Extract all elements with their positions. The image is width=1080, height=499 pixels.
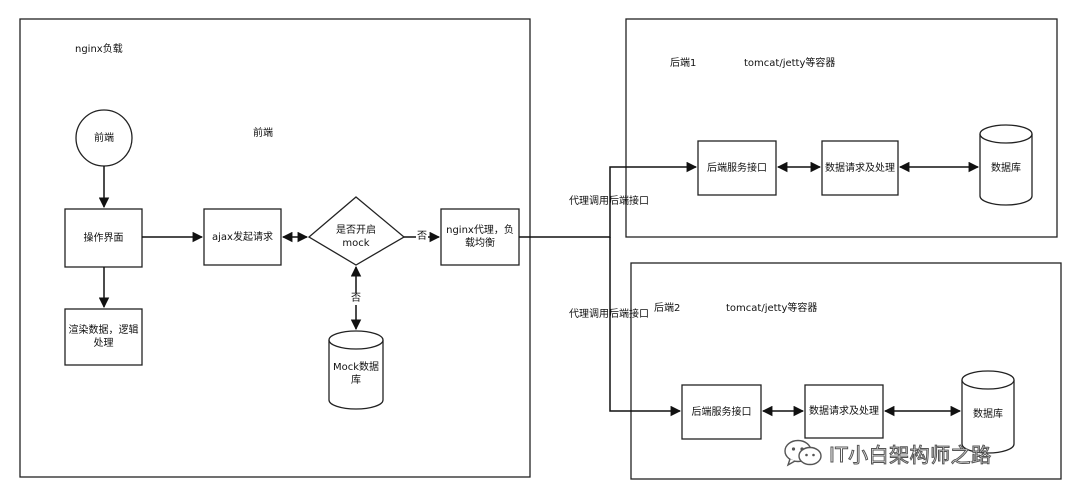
mock-db-top <box>328 330 384 350</box>
watermark: IT小白架构师之路 <box>783 437 992 469</box>
edge-proxy-b1 <box>519 161 698 238</box>
b2-api-node: 后端服务接口 <box>691 406 752 418</box>
watermark-text: IT小白架构师之路 <box>829 442 992 467</box>
edge-label-decision-nginx: 否 <box>416 231 428 243</box>
b2-process-node: 数据请求及处理 <box>809 406 879 417</box>
ui-node: 操作界面 <box>83 232 124 244</box>
edge-label-proxy-b1: 代理调用后端接口 <box>569 196 649 207</box>
b2-process-shape <box>804 384 884 439</box>
b2-db-node: 数据库 <box>973 408 1003 420</box>
b2-api-shape <box>681 384 762 440</box>
edge-proxy-b2 <box>609 237 682 417</box>
frontend-area-label: 前端 <box>253 128 273 139</box>
b1-api-node: 后端服务接口 <box>707 162 767 174</box>
b1-process-node: 数据请求及处理 <box>825 162 895 174</box>
edge-label-proxy-b2: 代理调用后端接口 <box>569 309 649 320</box>
wechat-icon <box>784 439 822 467</box>
edge-label-decision-mockdb: 否 <box>350 293 362 305</box>
b1-db-shape <box>979 134 1033 206</box>
render-node: 渲染数据，逻辑处理 <box>68 325 139 349</box>
b1-api-shape <box>697 140 777 196</box>
backend2-title: 后端2 <box>654 303 681 314</box>
nginx-proxy-node: nginx代理，负载均衡 <box>446 225 514 249</box>
ajax-node: ajax发起请求 <box>212 231 273 243</box>
b1-process-shape <box>821 140 899 196</box>
b1-db-node: 数据库 <box>991 162 1021 174</box>
nginx-node-shape <box>440 208 520 266</box>
b2-db-shape <box>961 380 1015 454</box>
mock-decision-shape <box>307 196 406 266</box>
backend2-container-label: tomcat/jetty等容器 <box>726 303 818 314</box>
frontend-node: 前端 <box>94 132 114 144</box>
backend1-title: 后端1 <box>670 58 697 69</box>
frontend-group-box <box>19 18 531 478</box>
ajax-node-shape <box>203 208 282 266</box>
b1-db-top <box>979 124 1033 144</box>
backend1-container-label: tomcat/jetty等容器 <box>744 58 836 69</box>
mock-decision-node: 是否开启mock <box>336 225 376 249</box>
b2-db-top <box>961 370 1015 390</box>
backend2-group-box <box>630 262 1062 480</box>
backend1-group-box <box>625 18 1058 238</box>
render-node-shape <box>64 308 143 366</box>
frontend-group-label: nginx负载 <box>75 44 123 55</box>
mock-db-shape <box>328 340 384 410</box>
mock-db-node: Mock数据库 <box>332 362 380 386</box>
